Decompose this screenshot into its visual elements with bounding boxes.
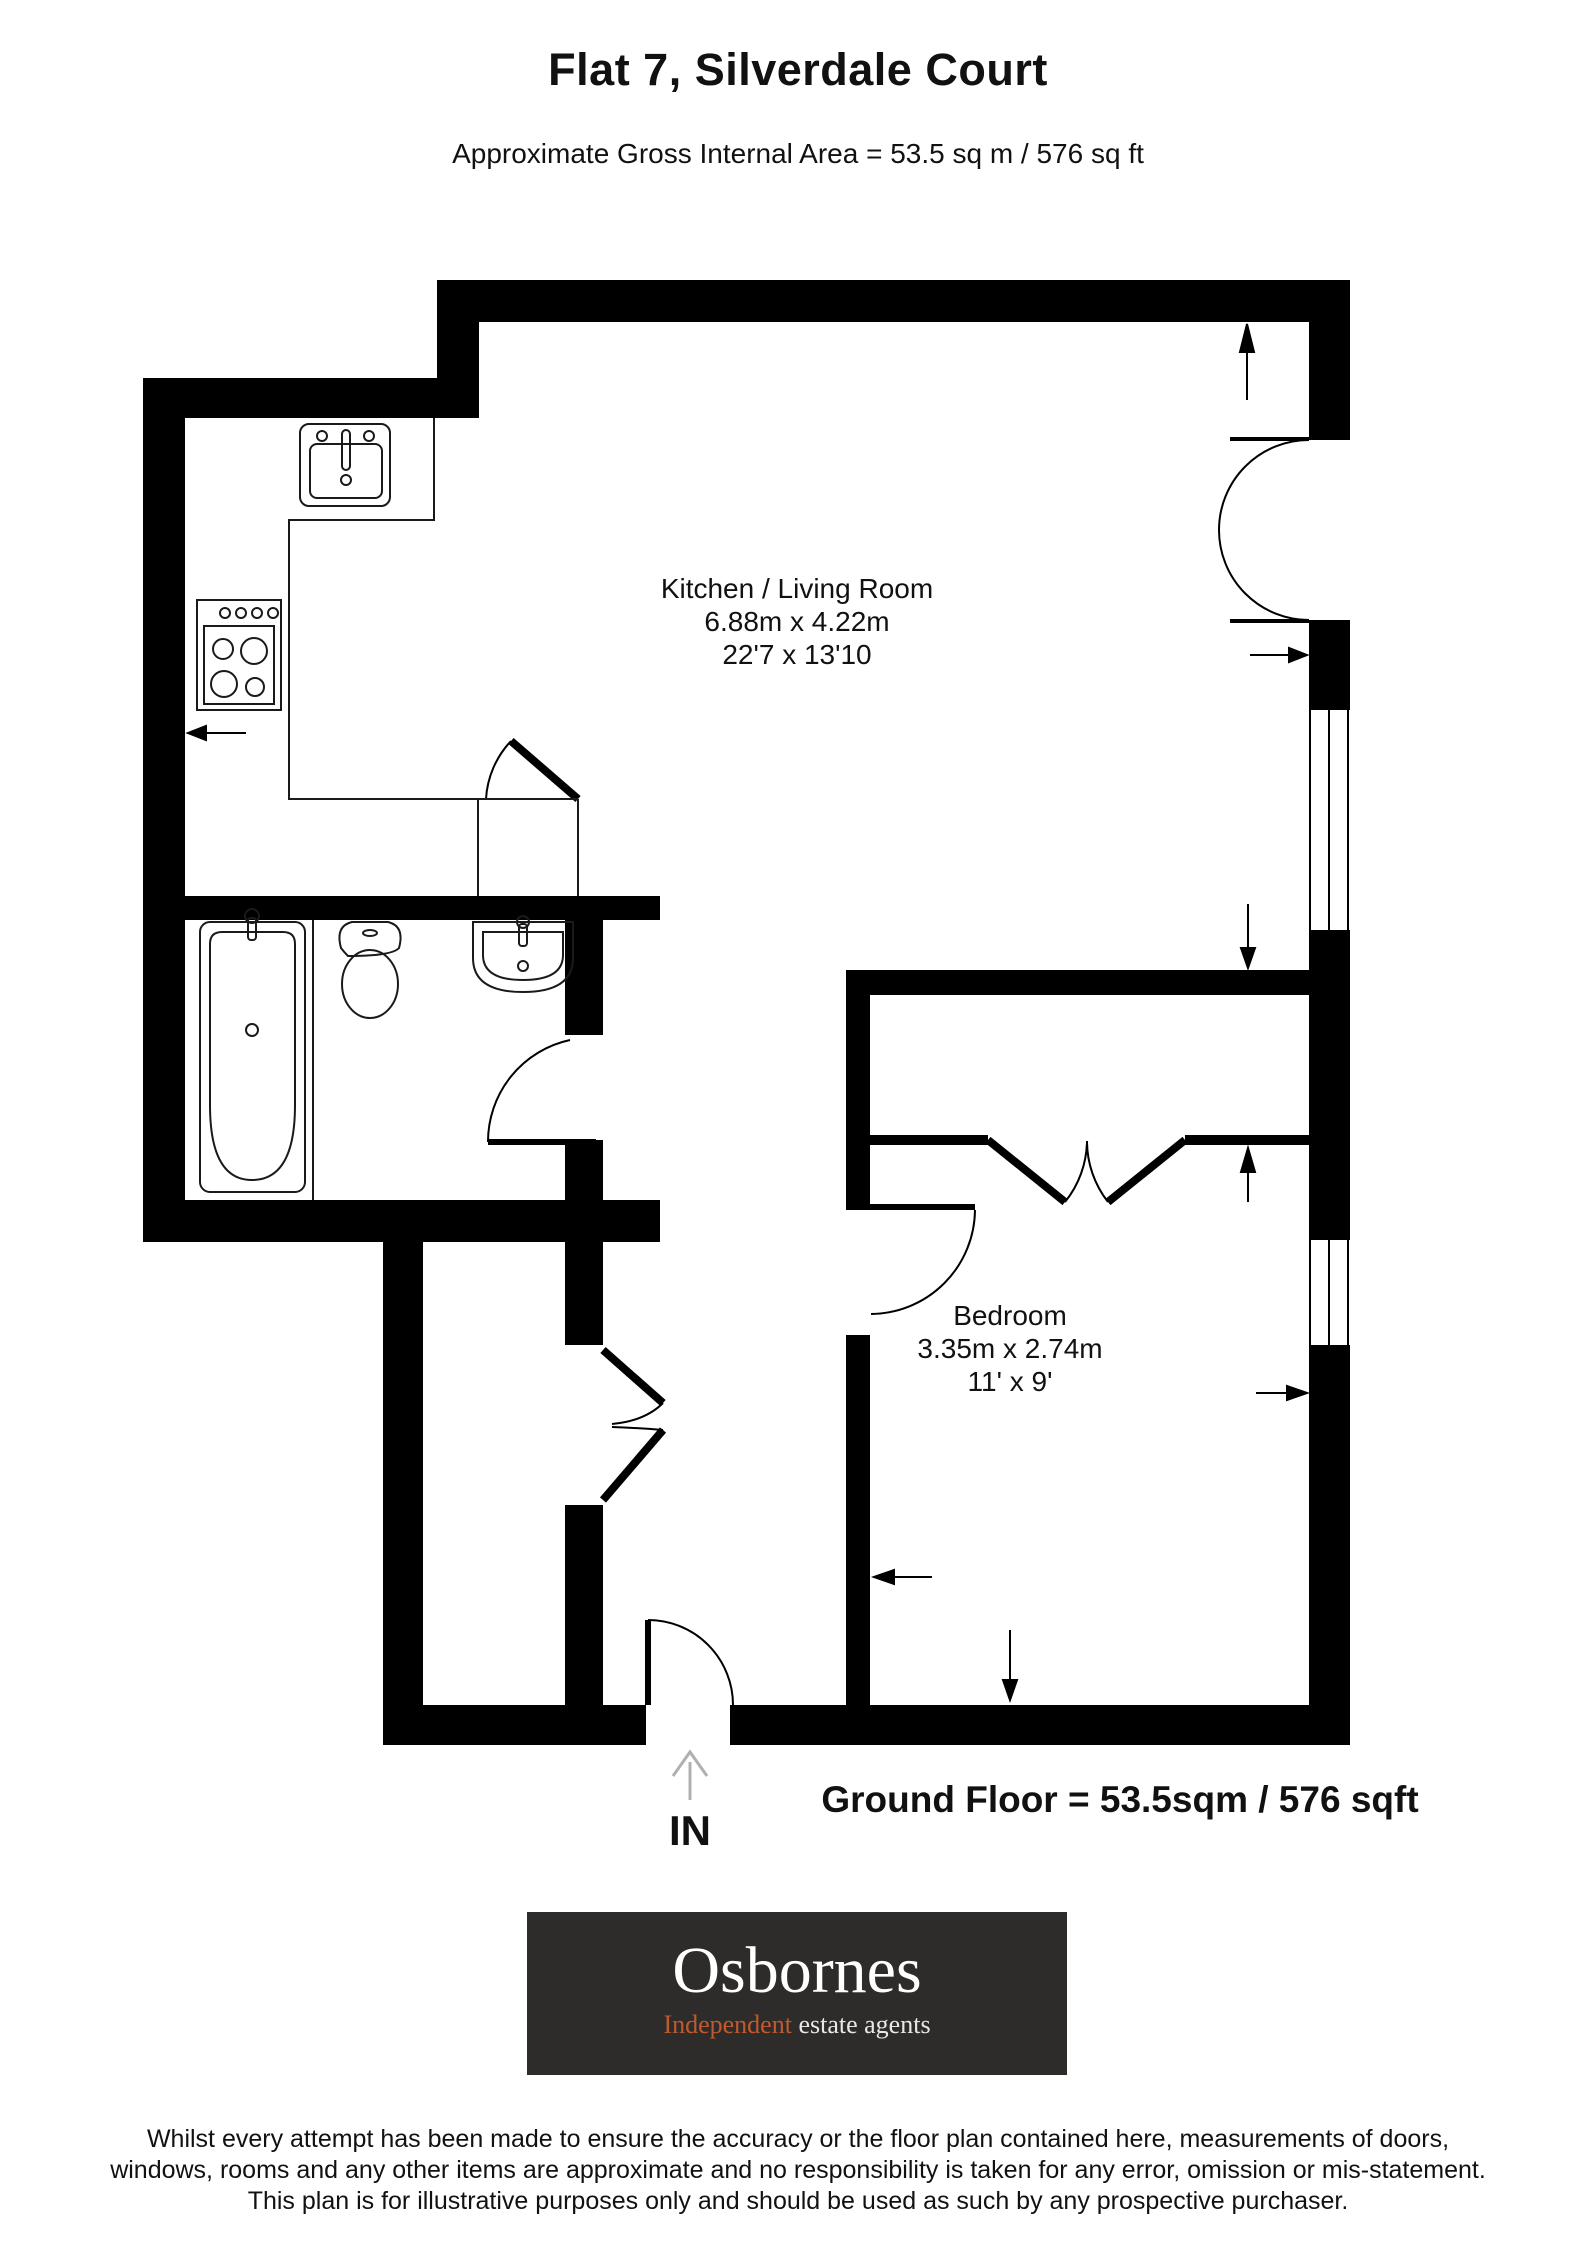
bathroom-door <box>486 1039 596 1145</box>
wall-right-lower <box>1309 1345 1350 1745</box>
kitchen-width-arrow-left <box>185 724 246 742</box>
exterior-walls <box>143 280 1350 1745</box>
wall-bottom-right <box>730 1705 1350 1745</box>
wall-wardrobe-left <box>870 1135 988 1145</box>
wall-bedroom-left-upper <box>846 995 870 1210</box>
wall-bedroom-left-lower <box>846 1335 870 1745</box>
toilet <box>338 921 402 1019</box>
disclaimer-line-1: Whilst every attempt has been made to en… <box>146 2125 1450 2153</box>
entrance-arrow-icon <box>671 1749 709 1800</box>
french-doors <box>1218 439 1310 621</box>
kitchen-fixtures <box>196 418 579 896</box>
doors <box>485 439 1310 1706</box>
bedroom-width-arrow-left <box>870 1568 932 1586</box>
french-door-jamb-bottom <box>1230 619 1309 623</box>
logo-tagline: Independent estate agents <box>527 2010 1067 2040</box>
wall-hall-cupboard-lower <box>565 1505 603 1705</box>
wall-bathroom-right-upper <box>565 896 603 1035</box>
interior-walls <box>185 437 1350 1745</box>
page-subtitle: Approximate Gross Internal Area = 53.5 s… <box>452 138 1144 169</box>
page-title: Flat 7, Silverdale Court <box>548 44 1048 95</box>
bedroom-door <box>870 1204 976 1315</box>
disclaimer-line-2: windows, rooms and any other items are a… <box>110 2156 1486 2184</box>
kitchen-living-room-dim-imperial: 22'7 x 13'10 <box>722 639 871 670</box>
bathroom-fixtures <box>199 908 574 1200</box>
bedroom-width-arrow-right <box>1256 1384 1311 1402</box>
bathtub <box>199 908 306 1193</box>
bedroom-height-arrow-up <box>1239 1144 1257 1202</box>
logo-tagline-highlight: Independent <box>663 2010 792 2039</box>
wall-left <box>143 378 185 1242</box>
wall-entrance-bottom <box>383 1705 646 1745</box>
bedroom-label: Bedroom <box>953 1300 1067 1331</box>
windows <box>1309 710 1349 1345</box>
osbornes-logo: Osbornes Independent estate agents <box>527 1912 1067 2075</box>
wall-lower-left <box>383 1242 423 1705</box>
kitchen-living-room-dim-metric: 6.88m x 4.22m <box>704 606 889 637</box>
kitchen-counter <box>288 418 579 896</box>
front-door <box>645 1619 734 1706</box>
living-room-window <box>1309 710 1349 930</box>
wall-right-mid-1 <box>1309 620 1350 710</box>
kitchen-sink <box>299 423 391 507</box>
wardrobe-double-doors <box>985 1136 1188 1206</box>
bedroom-dim-imperial: 11' x 9' <box>968 1366 1053 1397</box>
wall-top-left-band <box>143 378 479 418</box>
disclaimer-line-3: This plan is for illustrative purposes o… <box>247 2187 1349 2215</box>
living-height-arrow-down <box>1239 904 1257 972</box>
wall-bathroom-right-lower <box>565 1140 603 1242</box>
wall-hall-cupboard-upper <box>565 1242 603 1345</box>
logo-brand-text: Osbornes <box>672 1934 922 2007</box>
wall-wardrobe-right <box>1185 1135 1309 1145</box>
hall-cupboard-bifold-doors <box>599 1347 667 1503</box>
kitchen-cupboard-door <box>485 737 581 803</box>
disclaimer: Whilst every attempt has been made to en… <box>68 2124 1528 2217</box>
floor-summary-label: Ground Floor = 53.5sqm / 576 sqft <box>821 1779 1418 1820</box>
kitchen-living-room-label: Kitchen / Living Room <box>661 573 933 604</box>
dimension-arrows <box>185 323 1311 1704</box>
hob <box>196 599 282 711</box>
wall-living-bedroom <box>846 970 1350 995</box>
logo-tagline-rest: estate agents <box>791 2010 931 2039</box>
wall-top <box>437 280 1350 322</box>
wall-right-top-corner <box>1309 322 1350 440</box>
entrance-in-label: IN <box>669 1807 711 1854</box>
plan-labels: Kitchen / Living Room 6.88m x 4.22m 22'7… <box>661 573 1419 1854</box>
bedroom-window <box>1309 1240 1349 1345</box>
bedroom-dim-metric: 3.35m x 2.74m <box>917 1333 1102 1364</box>
living-height-arrow-up <box>1238 323 1256 400</box>
kitchen-width-arrow-right <box>1250 646 1310 664</box>
french-door-jamb-top <box>1230 437 1309 441</box>
bedroom-height-arrow-down <box>1001 1630 1019 1704</box>
basin <box>472 915 574 994</box>
